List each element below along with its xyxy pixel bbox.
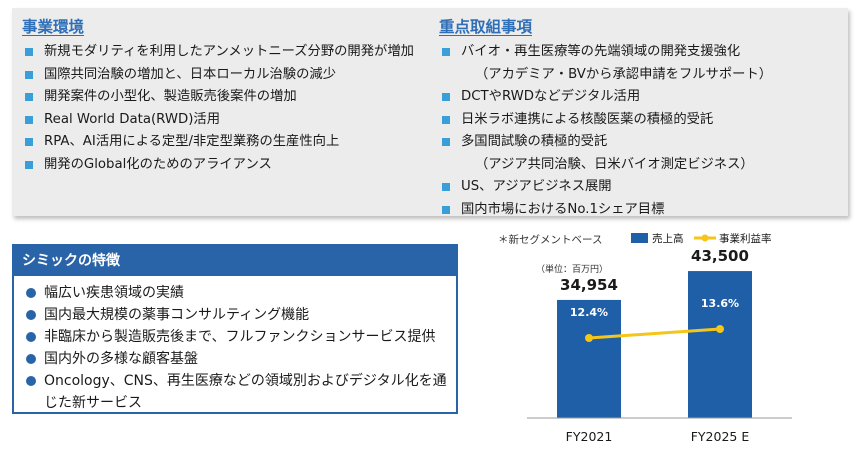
business-environment-title: 事業環境 (22, 18, 85, 36)
list-item: DCTやRWDなどデジタル活用 (439, 86, 844, 109)
round-bullet-icon (26, 376, 36, 386)
list-item-text: 幅広い疾患領域の実績 (44, 285, 184, 301)
list-item: 開発のGlobal化のためのアライアンス (22, 154, 432, 177)
legend-line-marker (701, 234, 709, 242)
list-item: Oncology、CNS、再生医療などの領域別およびデジタル化を通じた新サービス (14, 370, 456, 414)
list-item: 新規モダリティを利用したアンメットニーズ分野の開発が増加 (22, 41, 432, 64)
square-bullet-icon (442, 115, 450, 124)
priority-title: 重点取組事項 (439, 18, 533, 36)
round-bullet-icon (26, 310, 36, 320)
list-item-text: 国際共同治験の増加と、日本ローカル治験の減少 (44, 66, 336, 82)
list-item: 多国間試験の積極的受託 （アジア共同治験、日米バイオ測定ビジネス） (439, 131, 844, 176)
square-bullet-icon (25, 93, 33, 101)
list-item: 幅広い疾患領域の実績 (14, 282, 456, 304)
list-item-text: 非臨床から製造販売後まで、フルファンクションサービス提供 (44, 329, 436, 345)
bar-value-label: 34,954 (560, 276, 618, 294)
bar-value-label: 43,500 (691, 247, 749, 265)
legend-bar-swatch (631, 233, 648, 243)
list-item: 国内市場におけるNo.1シェア目標 (439, 199, 844, 222)
list-item-text: 新規モダリティを利用したアンメットニーズ分野の開発が増加 (44, 44, 414, 59)
list-item-text: Oncology、CNS、再生医療などの領域別およびデジタル化を通じた新サービス (44, 373, 447, 411)
unit-label: （単位：百万円） (536, 263, 608, 275)
list-item-text: 多国間試験の積極的受託 (461, 134, 608, 149)
list-item-text: 国内最大規模の薬事コンサルティング機能 (44, 307, 310, 323)
list-item-subtext: （アジア共同治験、日米バイオ測定ビジネス） (475, 156, 754, 172)
list-item-text: 国内市場におけるNo.1シェア目標 (461, 201, 665, 217)
list-item-text: 日米ラボ連携による核酸医薬の積極的受託 (461, 111, 714, 127)
legend-bar-label: 売上高 (652, 232, 684, 245)
round-bullet-icon (26, 354, 36, 364)
square-bullet-icon (442, 93, 450, 101)
segment-note: ＊新セグメントベース (498, 233, 602, 246)
features-box: シミックの特徴 幅広い疾患領域の実績国内最大規模の薬事コンサルティング機能非臨床… (12, 244, 458, 414)
square-bullet-icon (25, 115, 33, 124)
list-item-subtext: （アカデミア・BVから承認申請をフルサポート） (475, 66, 773, 82)
margin-point (716, 325, 724, 333)
list-item: バイオ・再生医療等の先端領域の開発支援強化 （アカデミア・BVから承認申請をフルサ… (439, 41, 844, 86)
bar-1 (557, 299, 621, 418)
list-item-text: Real World Data(RWD)活用 (44, 111, 221, 127)
list-item: 国際共同治験の増加と、日本ローカル治験の減少 (22, 64, 432, 87)
features-title: シミックの特徴 (14, 246, 456, 276)
top-panel: 事業環境 新規モダリティを利用したアンメットニーズ分野の開発が増加国際共同治験の… (12, 8, 848, 217)
square-bullet-icon (442, 48, 450, 56)
list-item: Real World Data(RWD)活用 (22, 109, 432, 132)
list-item-text: 開発案件の小型化、製造販売後案件の増加 (44, 89, 297, 104)
list-item-text: 国内外の多様な顧客基盤 (44, 351, 198, 367)
list-item: 非臨床から製造販売後まで、フルファンクションサービス提供 (14, 326, 456, 348)
square-bullet-icon (442, 138, 450, 146)
category-label: FY2021 (566, 429, 613, 444)
list-item: US、アジアビジネス展開 (439, 176, 844, 199)
list-item-text: 開発のGlobal化のためのアライアンス (44, 156, 272, 172)
round-bullet-icon (26, 332, 36, 342)
square-bullet-icon (25, 70, 33, 79)
list-item: RPA、AI活用による定型/非定型業務の生産性向上 (22, 131, 432, 154)
list-item-text: バイオ・再生医療等の先端領域の開発支援強化 (461, 44, 741, 59)
square-bullet-icon (442, 205, 450, 214)
features-list: 幅広い疾患領域の実績国内最大規模の薬事コンサルティング機能非臨床から製造販売後ま… (14, 282, 456, 414)
list-item-text: DCTやRWDなどデジタル活用 (461, 89, 641, 104)
square-bullet-icon (25, 48, 33, 56)
priority-section: 重点取組事項 バイオ・再生医療等の先端領域の開発支援強化 （アカデミア・BVから承… (439, 16, 844, 221)
bar-2 (688, 271, 752, 418)
square-bullet-icon (25, 138, 33, 146)
category-label: FY2025 E (691, 429, 750, 444)
list-item: 国内最大規模の薬事コンサルティング機能 (14, 304, 456, 326)
priority-list: バイオ・再生医療等の先端領域の開発支援強化 （アカデミア・BVから承認申請をフルサ… (439, 41, 844, 221)
list-item: 国内外の多様な顧客基盤 (14, 348, 456, 370)
round-bullet-icon (26, 288, 36, 298)
list-item: 開発案件の小型化、製造販売後案件の増加 (22, 86, 432, 109)
square-bullet-icon (442, 183, 450, 191)
legend-line-label: 事業利益率 (719, 232, 772, 245)
list-item-text: RPA、AI活用による定型/非定型業務の生産性向上 (44, 134, 340, 149)
list-item: 日米ラボ連携による核酸医薬の積極的受託 (439, 109, 844, 132)
list-item-text: US、アジアビジネス展開 (461, 179, 612, 194)
square-bullet-icon (25, 160, 33, 169)
business-environment-section: 事業環境 新規モダリティを利用したアンメットニーズ分野の開発が増加国際共同治験の… (22, 16, 432, 176)
margin-value-label: 13.6% (701, 297, 739, 310)
margin-value-label: 12.4% (570, 306, 608, 319)
margin-point (585, 334, 593, 342)
business-environment-list: 新規モダリティを利用したアンメットニーズ分野の開発が増加国際共同治験の増加と、日… (22, 41, 432, 176)
margin-line (588, 327, 721, 340)
